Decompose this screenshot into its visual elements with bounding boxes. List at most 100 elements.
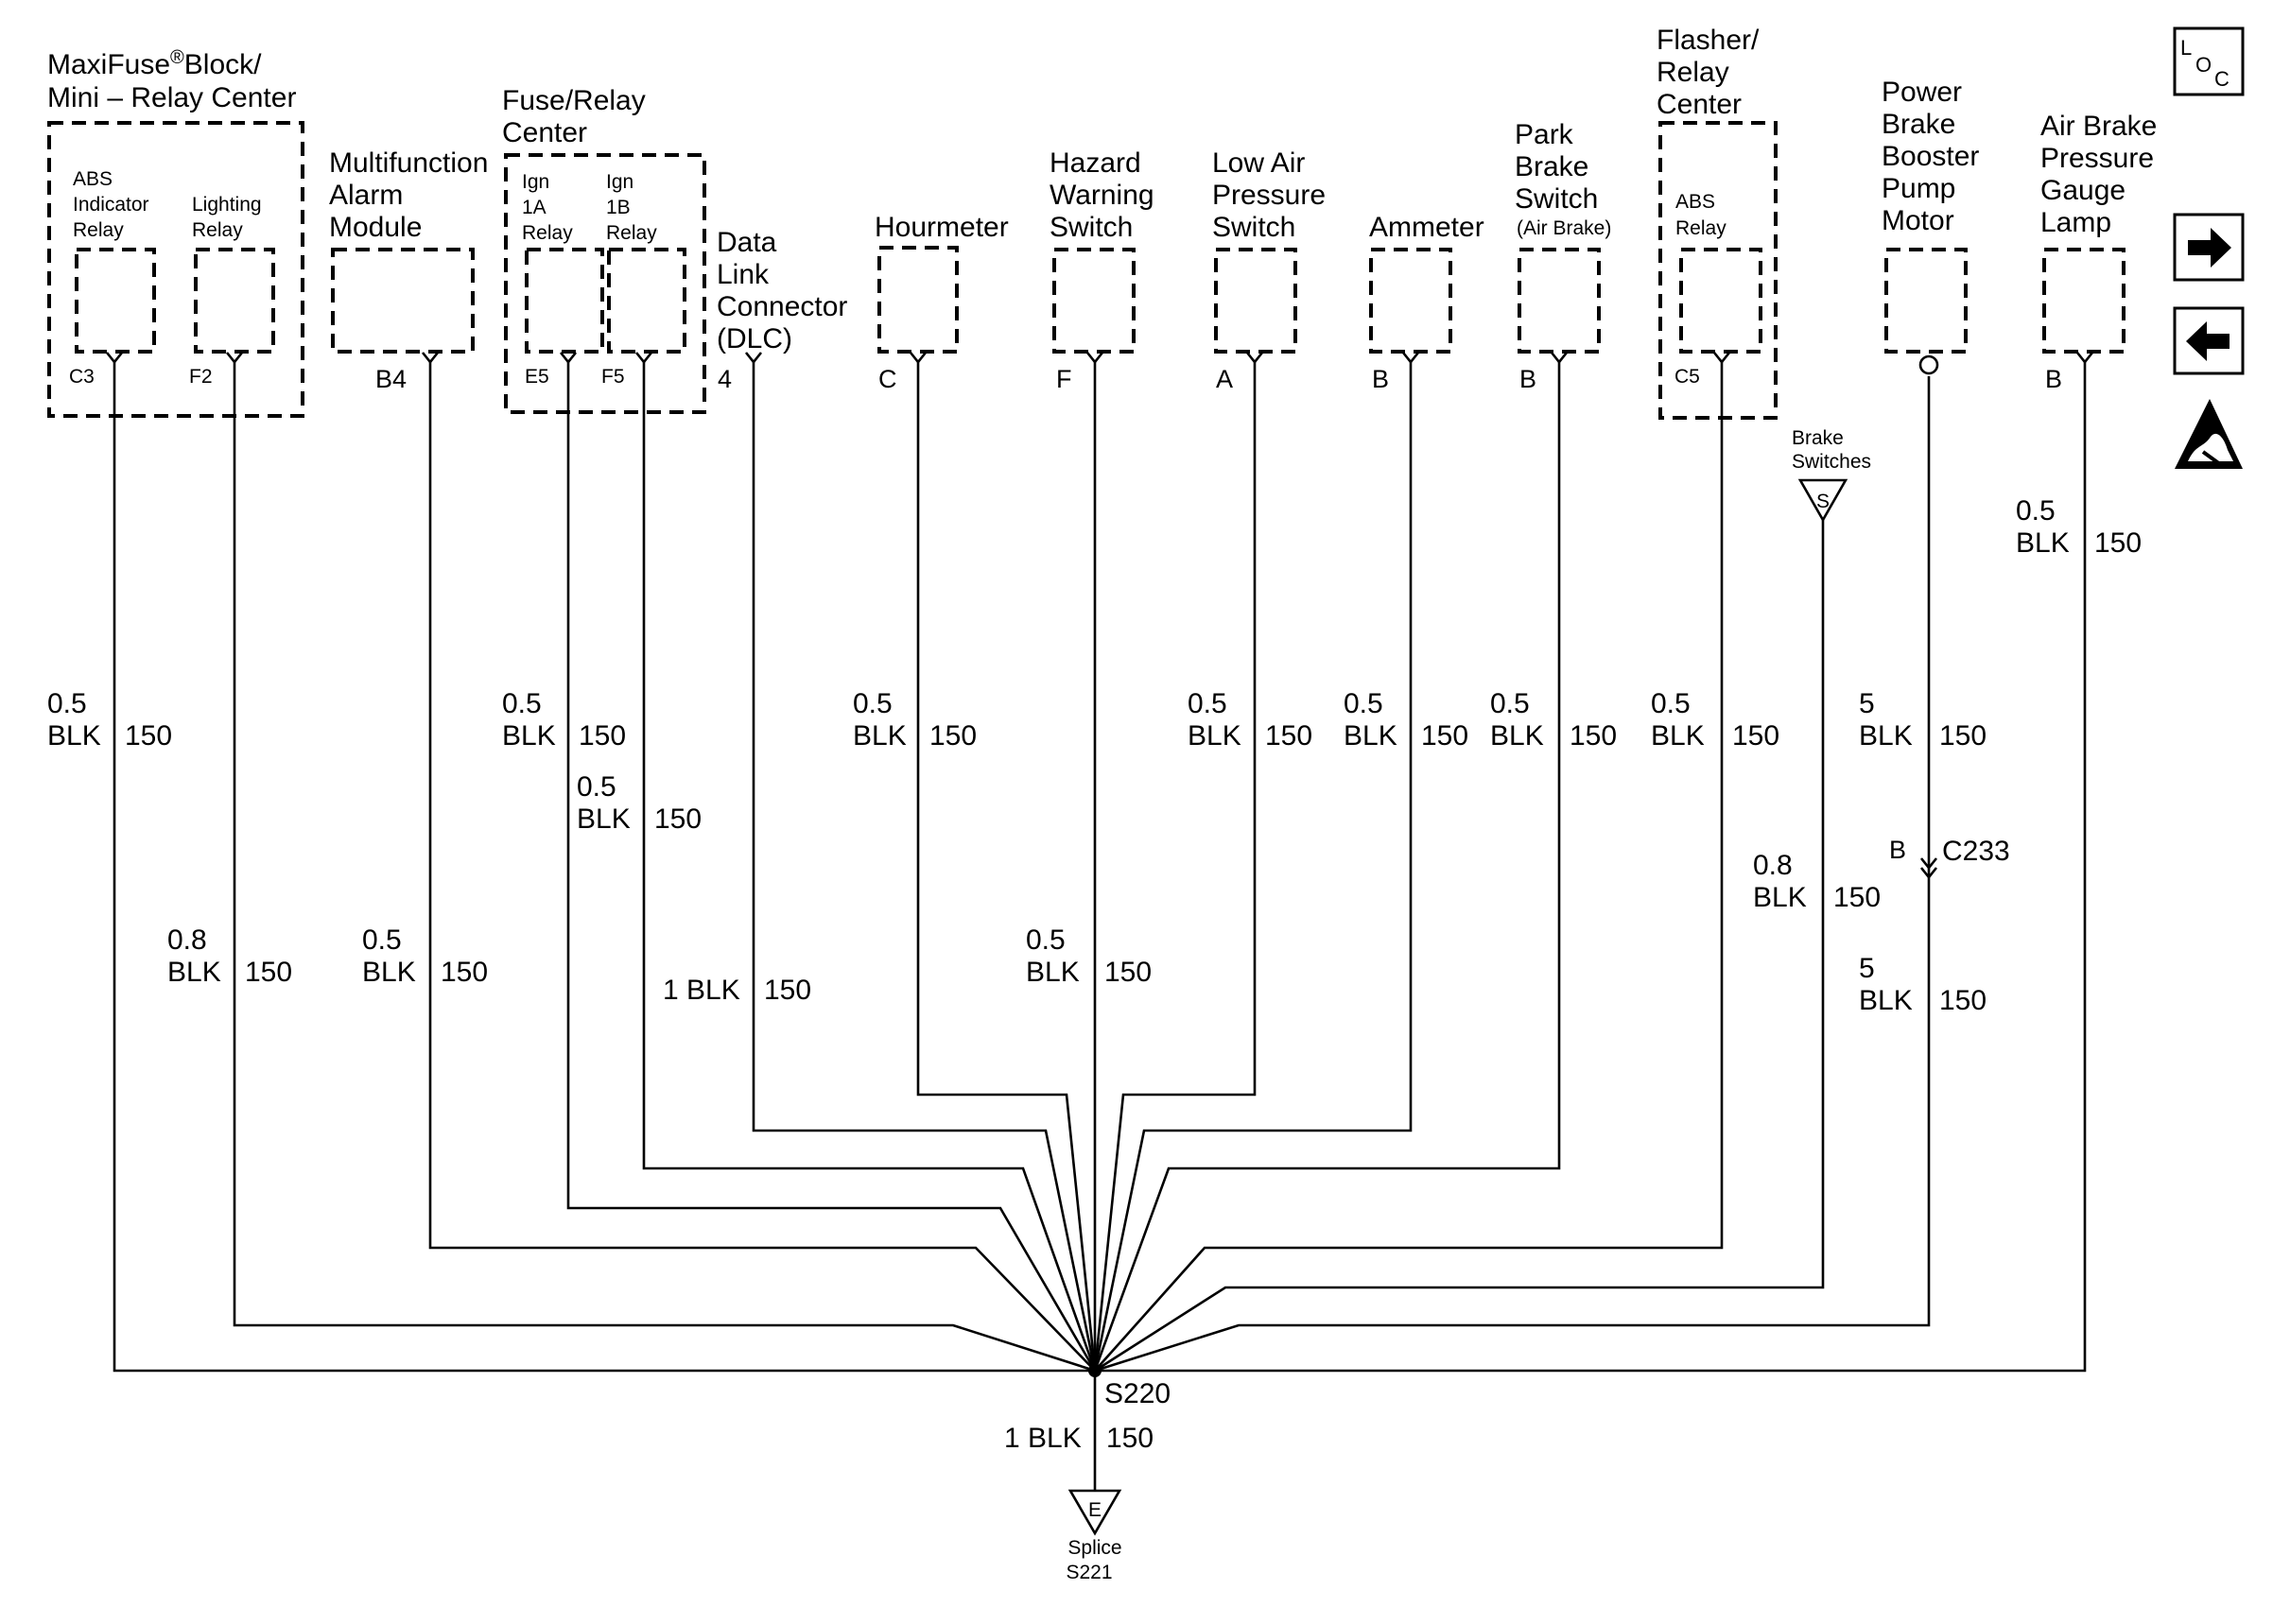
- component-labels: MaxiFuse®Block/ Mini – Relay Center ABS …: [47, 25, 2157, 354]
- power-brake-booster-box[interactable]: [1884, 248, 1968, 354]
- wire-power-booster: [1094, 376, 1931, 1373]
- maxifuse-label-2: Mini – Relay Center: [47, 82, 296, 113]
- ign1a-label-1: Ign: [522, 171, 549, 193]
- low-air-label-2: Pressure: [1212, 180, 1326, 211]
- air-gauge-label-1: Air Brake: [2040, 111, 2157, 142]
- wire-ign1b: [642, 360, 1097, 1372]
- wire-abs-indicator: [113, 360, 1095, 1373]
- fuse-relay-label-2: Center: [502, 117, 587, 148]
- low-air-label-3: Switch: [1212, 212, 1295, 243]
- pin-symbols: [105, 352, 2094, 880]
- s220-label: S220: [1104, 1378, 1171, 1409]
- park-brake-switch-box[interactable]: [1518, 248, 1601, 354]
- power-brake-label-5: Motor: [1882, 205, 1954, 236]
- wire-labels: 0.5 BLK 150 0.8 BLK 150 0.5 BLK 150 0.5 …: [47, 495, 2142, 1454]
- wire-size: 0.5: [502, 688, 542, 719]
- wire-size: 0.8: [1753, 850, 1793, 881]
- ign1b-relay-box[interactable]: [607, 248, 686, 354]
- arrow-left-icon[interactable]: [2173, 306, 2245, 375]
- abs-indicator-label-1: ABS: [73, 168, 113, 190]
- wire-color: BLK: [1026, 957, 1080, 988]
- ammeter-box[interactable]: [1369, 248, 1452, 354]
- abs-relay-box[interactable]: [1679, 248, 1762, 354]
- splice-s221-triangle[interactable]: [1067, 1489, 1122, 1536]
- hazard-label-2: Warning: [1050, 180, 1154, 211]
- hazard-label-3: Switch: [1050, 212, 1133, 243]
- abs-relay-label-2: Relay: [1675, 217, 1726, 239]
- wire-color: BLK: [577, 803, 631, 835]
- wire-circuit: 150: [764, 975, 811, 1006]
- splice-s221-ref[interactable]: E Splice S221: [1066, 1489, 1122, 1583]
- pin-chevron: [105, 352, 124, 365]
- wire-ammeter: [1093, 360, 1413, 1372]
- wire-circuit: 150: [125, 720, 172, 752]
- wire-size: 5: [1859, 953, 1875, 984]
- pin-chevron: [2075, 352, 2094, 365]
- wire-circuit: 150: [245, 957, 292, 988]
- ign1b-label-2: 1B: [606, 197, 631, 218]
- pin-label: C: [878, 365, 897, 393]
- wire-color: BLK: [1188, 720, 1241, 752]
- lighting-relay-box[interactable]: [194, 248, 275, 354]
- wire-size: 0.5: [1651, 688, 1691, 719]
- wire-circuit: 150: [1939, 720, 1987, 752]
- wire-color: BLK: [1753, 882, 1807, 913]
- component-boxes: [47, 121, 2126, 420]
- pin-chevron: [634, 352, 653, 365]
- wire-size: 0.5: [577, 771, 616, 803]
- abs-indicator-relay-box[interactable]: [75, 248, 156, 354]
- multifunction-alarm-module-box[interactable]: [331, 248, 475, 354]
- pin-label: E5: [525, 366, 549, 388]
- wire-size: 0.5: [362, 924, 402, 956]
- esd-warning-icon[interactable]: [2175, 399, 2243, 469]
- dlc-label-4: (DLC): [717, 323, 792, 354]
- flasher-label-3: Center: [1657, 89, 1742, 120]
- power-booster-terminal: [1918, 354, 1939, 375]
- power-brake-label-3: Booster: [1882, 141, 1979, 172]
- wire-brake-switches: [1094, 518, 1825, 1373]
- arrow-right-icon[interactable]: [2173, 213, 2245, 282]
- wire-color: BLK: [1651, 720, 1705, 752]
- wire-label: 1 BLK: [1004, 1423, 1082, 1454]
- flasher-label-1: Flasher/: [1657, 25, 1760, 56]
- multifunction-label-1: Multifunction: [329, 147, 488, 179]
- hourmeter-label: Hourmeter: [875, 212, 1009, 243]
- wire-color: BLK: [2016, 527, 2070, 559]
- flasher-label-2: Relay: [1657, 57, 1729, 88]
- wire-lighting-relay: [233, 360, 1096, 1373]
- wire-circuit: 150: [1939, 985, 1987, 1016]
- dlc-label-3: Connector: [717, 291, 847, 322]
- wire-color: BLK: [47, 720, 101, 752]
- pin-label: C5: [1674, 366, 1700, 388]
- wires: [113, 360, 2087, 1492]
- brake-switches-triangle[interactable]: [1797, 478, 1848, 523]
- air-gauge-label-3: Gauge: [2040, 175, 2126, 206]
- pin-chevron: [1550, 352, 1569, 365]
- wire-circuit: 150: [654, 803, 702, 835]
- ign1a-label-2: 1A: [522, 197, 547, 218]
- pin-label: B: [1519, 365, 1536, 393]
- wire-circuit: 150: [929, 720, 977, 752]
- wire-circuit: 150: [1732, 720, 1779, 752]
- ign1a-relay-box[interactable]: [525, 248, 604, 354]
- wire-size: 0.5: [47, 688, 87, 719]
- brake-switches-ref[interactable]: S Brake Switches: [1792, 427, 1871, 523]
- wire-multifunction: [428, 360, 1096, 1372]
- pin-chevron: [225, 352, 244, 365]
- lighting-label-2: Relay: [192, 219, 243, 241]
- pin-chevron: [1245, 352, 1264, 365]
- hourmeter-box[interactable]: [877, 246, 959, 354]
- wire-circuit: 150: [579, 720, 626, 752]
- hazard-warning-switch-box[interactable]: [1052, 248, 1136, 354]
- location-icon[interactable]: L O C: [2173, 26, 2245, 96]
- wire-size: 0.5: [2016, 495, 2056, 527]
- flasher-relay-center-box: [1658, 121, 1778, 420]
- pin-label: F2: [189, 366, 213, 388]
- abs-indicator-label-2: Indicator: [73, 194, 149, 216]
- low-air-pressure-switch-box[interactable]: [1214, 248, 1297, 354]
- splice-s221-tag: E: [1088, 1499, 1102, 1521]
- wire-ign1a: [566, 360, 1097, 1372]
- air-brake-gauge-lamp-box[interactable]: [2042, 248, 2126, 354]
- wire-dlc: [752, 360, 1097, 1372]
- wire-circuit: 150: [1833, 882, 1881, 913]
